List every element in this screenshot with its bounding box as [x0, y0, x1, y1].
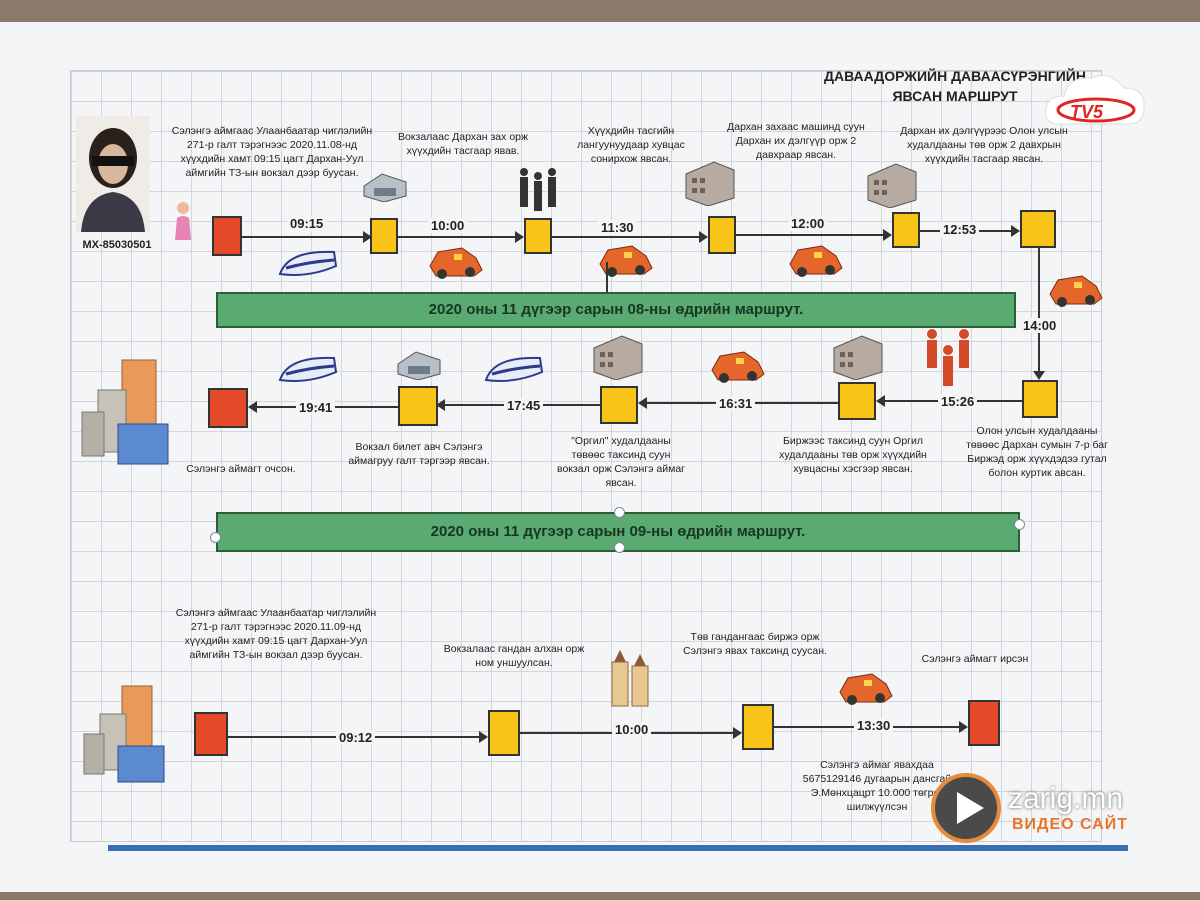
car-icon — [786, 238, 844, 283]
route-note: Төв гандангаас биржэ орж Сэлэнгэ явах та… — [683, 631, 827, 657]
route-segment — [398, 231, 524, 243]
connector-line — [606, 262, 608, 296]
train-icon — [278, 350, 338, 391]
banner-day1: 2020 оны 11 дүгээр сарын 08-ны өдрийн ма… — [216, 292, 1016, 328]
watermark-site: zarig.mn — [1008, 782, 1124, 815]
stop-marker — [1020, 210, 1056, 248]
title-line1: ДАВААДОРЖИЙН ДАВААСҮРЭНГИЙН — [824, 68, 1086, 84]
time-label: 09:15 — [287, 216, 327, 231]
route-note: "Оргил" худалдааны төвөөс таксинд суун в… — [556, 435, 686, 489]
city-icon — [78, 350, 174, 471]
person-id: МХ-85030501 — [82, 239, 152, 251]
cloud-icon — [1044, 75, 1145, 125]
time-label: 14:00 — [1020, 318, 1060, 333]
play-icon[interactable] — [930, 772, 1002, 849]
route-note: Сэлэнгэ аймгаас Улаанбаатар чиглэлийн 27… — [175, 607, 377, 661]
stop-marker — [742, 704, 774, 750]
child-icon — [172, 200, 194, 251]
stop-marker — [488, 710, 520, 756]
route-segment — [1033, 248, 1045, 380]
portrait-icon — [81, 128, 145, 232]
time-label: 16:31 — [716, 396, 756, 411]
title-line2: ЯВСАН МАРШРУТ — [892, 88, 1018, 104]
stop-marker — [1022, 380, 1058, 418]
building-icon — [866, 162, 918, 213]
time-label: 10:00 — [428, 218, 468, 233]
train-icon — [484, 350, 544, 391]
time-label: 12:53 — [940, 222, 980, 237]
route-note: Дархан захаас машинд суун Дархан их дэлг… — [727, 121, 865, 161]
station-icon — [396, 346, 442, 385]
car-icon — [836, 666, 894, 711]
watermark-sub: ВИДЕО САЙТ — [1012, 816, 1128, 833]
time-label: 19:41 — [296, 400, 336, 415]
stop-marker — [838, 382, 876, 420]
route-note: Олон улсын худалдааны төвөөс Дархан сумы… — [966, 425, 1108, 479]
route-note: Вокзалаас Дархан зах орж хүүхдийн тасгаа… — [397, 131, 529, 157]
time-label: 12:00 — [788, 216, 828, 231]
time-label: 13:30 — [854, 718, 894, 733]
route-note: Вокзалаас гандан алхан орж ном уншуулсан… — [443, 643, 585, 669]
time-label: 17:45 — [504, 398, 544, 413]
selection-handle[interactable] — [1014, 519, 1025, 530]
selection-handle[interactable] — [614, 542, 625, 553]
start-marker-day1 — [212, 216, 242, 256]
station-icon — [362, 168, 408, 207]
train-icon — [278, 244, 338, 285]
logo-text: TV5 — [1070, 102, 1104, 122]
building-icon — [684, 160, 736, 211]
building-icon — [592, 334, 644, 385]
end-marker-day2 — [968, 700, 1000, 746]
stop-marker — [600, 386, 638, 424]
start-marker-day2 — [194, 712, 228, 756]
temple-icon — [604, 646, 654, 713]
stop-marker — [370, 218, 398, 254]
stop-marker — [398, 386, 438, 426]
selection-handle[interactable] — [210, 532, 221, 543]
car-icon — [596, 238, 656, 283]
car-icon — [1046, 268, 1104, 313]
route-note: Сэлэнгэ аймаг явахдаа 5675129146 дугаары… — [802, 759, 952, 813]
time-label: 10:00 — [612, 722, 652, 737]
selection-handle[interactable] — [614, 507, 625, 518]
route-note: Вокзал билет авч Сэлэнгэ аймагруу галт т… — [348, 441, 490, 467]
building-icon — [832, 334, 884, 385]
end-marker-day1 — [208, 388, 248, 428]
time-label: 09:12 — [336, 730, 376, 745]
route-note: Дархан их дэлгүүрээс Олон улсын худалдаа… — [900, 125, 1068, 165]
route-note: Биржээс таксинд суун Оргил худалдааны тө… — [779, 435, 927, 475]
route-segment — [552, 231, 708, 243]
city-icon — [82, 680, 168, 789]
stop-marker — [708, 216, 736, 254]
car-icon — [426, 240, 484, 285]
route-note: Хүүхдийн тасгийн лангуунуудаар хувцас со… — [577, 125, 685, 165]
route-segment — [736, 229, 892, 241]
grid-background — [70, 70, 1102, 842]
route-note: Сэлэнгэ аймагт очсон. — [186, 463, 296, 475]
tv5-logo: TV5 — [1040, 66, 1150, 130]
footer-bar — [108, 845, 1128, 851]
page-title: ДАВААДОРЖИЙН ДАВААСҮРЭНГИЙН ЯВСАН МАРШРУ… — [820, 66, 1090, 106]
time-label: 11:30 — [598, 220, 637, 235]
people-icon — [516, 166, 560, 217]
stop-marker — [524, 218, 552, 254]
time-label: 15:26 — [938, 394, 978, 409]
route-note: Сэлэнгэ аймгаас Улаанбаатар чиглэлийн 27… — [171, 125, 373, 179]
car-icon — [708, 344, 768, 389]
people-icon — [924, 328, 974, 395]
person-photo — [76, 116, 150, 232]
route-note: Сэлэнгэ аймагт ирсэн — [921, 653, 1029, 665]
route-segment — [242, 231, 372, 243]
stop-marker — [892, 212, 920, 248]
